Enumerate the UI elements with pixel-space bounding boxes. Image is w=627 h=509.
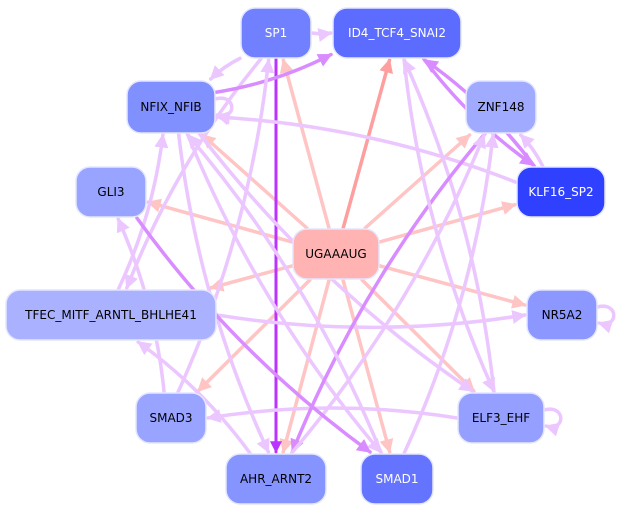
edge-klf16-sp2-to-nfix-nfib <box>215 110 518 184</box>
edge-ugaaaug-to-smad1 <box>341 278 394 454</box>
edge-smad3-to-sp1 <box>176 58 275 394</box>
node-label: ELF3_EHF <box>472 411 530 425</box>
node-label: UGAAAUG <box>305 247 366 261</box>
node-nfix-nfib[interactable]: NFIX_NFIB <box>126 80 216 134</box>
node-znf148[interactable]: ZNF148 <box>465 80 537 134</box>
node-box[interactable] <box>240 7 312 59</box>
edge-nfix-nfib-to-id4-tcf4-snai2 <box>214 52 333 95</box>
edge-ugaaaug-to-id4-tcf4-snai2 <box>341 58 393 230</box>
node-box[interactable] <box>5 289 217 341</box>
node-tfec-mitf-arntl-bhlhe41[interactable]: TFEC_MITF_ARNTL_BHLHE41 <box>5 289 217 341</box>
node-box[interactable] <box>457 392 545 444</box>
node-box[interactable] <box>75 166 147 218</box>
edge-ugaaaug-to-ahr-arnt2 <box>279 278 331 454</box>
edge-sp1-to-nfix-nfib <box>208 56 242 81</box>
node-box[interactable] <box>135 392 207 444</box>
edge-ugaaaug-to-sp1 <box>279 58 331 230</box>
node-label: NFIX_NFIB <box>140 100 201 114</box>
edge-ugaaaug-to-tfec-mitf-arntl-bhlhe41 <box>208 264 294 292</box>
edge-nr5a2-to-nr5a2 <box>595 304 616 334</box>
edge-elf3-ehf-to-elf3-ehf <box>542 407 563 437</box>
edge-ahr-arnt2-to-tfec-mitf-arntl-bhlhe41 <box>136 340 252 455</box>
node-elf3-ehf[interactable]: ELF3_EHF <box>457 392 545 444</box>
edge-elf3-ehf-to-smad3 <box>206 406 459 423</box>
edge-ugaaaug-to-smad3 <box>196 278 312 393</box>
node-label: NR5A2 <box>542 308 583 322</box>
node-box[interactable] <box>332 7 462 59</box>
edge-sp1-to-id4-tcf4-snai2 <box>310 28 333 42</box>
node-label: SP1 <box>265 26 288 40</box>
node-ugaaaug[interactable]: UGAAAUG <box>292 228 380 280</box>
edge-elf3-ehf-to-id4-tcf4-snai2 <box>402 58 496 394</box>
edge-klf16-sp2-to-znf148 <box>519 133 545 168</box>
node-label: AHR_ARNT2 <box>240 472 312 486</box>
node-box[interactable] <box>360 453 434 505</box>
edge-smad1-to-znf148 <box>402 133 499 455</box>
edge-tfec-mitf-arntl-bhlhe41-to-nfix-nfib <box>116 133 169 291</box>
node-label: SMAD1 <box>375 472 418 486</box>
edge-ugaaaug-to-nfix-nfib <box>200 133 309 230</box>
node-box[interactable] <box>465 80 537 134</box>
edge-smad1-to-nfix-nfib <box>186 133 383 455</box>
edge-tfec-mitf-arntl-bhlhe41-to-nr5a2 <box>215 310 527 330</box>
node-sp1[interactable]: SP1 <box>240 7 312 59</box>
node-box[interactable] <box>225 453 327 505</box>
node-ahr-arnt2[interactable]: AHR_ARNT2 <box>225 453 327 505</box>
node-box[interactable] <box>292 228 380 280</box>
edge-gli3-to-smad1 <box>135 216 372 454</box>
node-box[interactable] <box>126 80 216 134</box>
node-id4-tcf4-snai2[interactable]: ID4_TCF4_SNAI2 <box>332 7 462 59</box>
edge-id4-tcf4-snai2-to-elf3-ehf <box>402 57 496 393</box>
node-label: ID4_TCF4_SNAI2 <box>348 26 446 40</box>
node-box[interactable] <box>526 289 598 341</box>
edge-ugaaaug-to-elf3-ehf <box>360 278 476 393</box>
edge-nfix-nfib-to-smad1 <box>185 132 383 454</box>
edge-ugaaaug-to-klf16-sp2 <box>378 201 517 244</box>
edge-ugaaaug-to-gli3 <box>146 198 294 244</box>
node-smad1[interactable]: SMAD1 <box>360 453 434 505</box>
node-label: ZNF148 <box>477 100 524 114</box>
node-gli3[interactable]: GLI3 <box>75 166 147 218</box>
node-label: KLF16_SP2 <box>528 185 593 199</box>
node-box[interactable] <box>516 166 606 218</box>
node-smad3[interactable]: SMAD3 <box>135 392 207 444</box>
edge-ugaaaug-to-znf148 <box>363 133 472 230</box>
node-label: GLI3 <box>97 185 124 199</box>
node-nr5a2[interactable]: NR5A2 <box>526 289 598 341</box>
node-label: SMAD3 <box>149 411 192 425</box>
node-label: TFEC_MITF_ARNTL_BHLHE41 <box>24 308 197 322</box>
node-klf16-sp2[interactable]: KLF16_SP2 <box>516 166 606 218</box>
